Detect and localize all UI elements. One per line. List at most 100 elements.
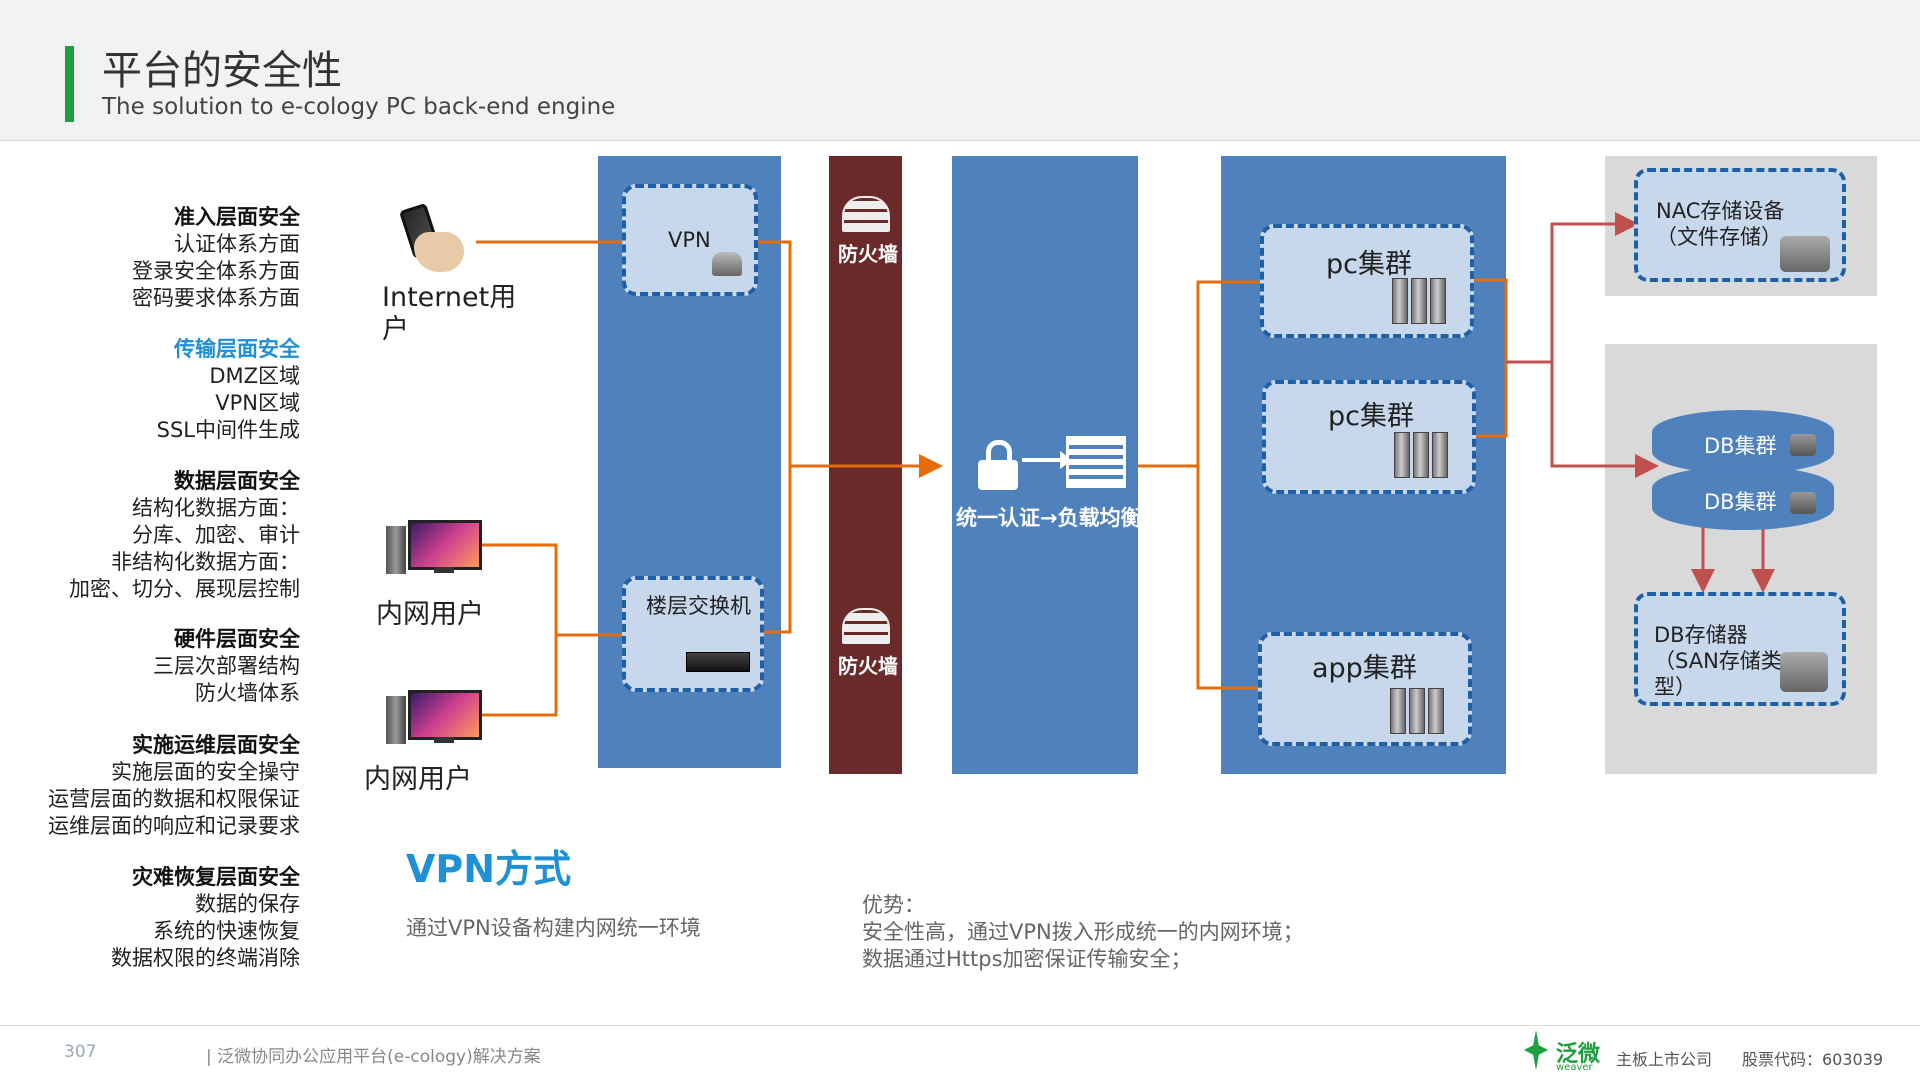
brand-name: 泛微 bbox=[1556, 1042, 1601, 1067]
pc-cluster-1: pc集群 bbox=[1260, 224, 1474, 338]
db-label: DB集群 bbox=[1704, 490, 1777, 514]
security-group-transport: 传输层面安全 DMZ区域 VPN区域 SSL中间件生成 bbox=[157, 336, 300, 444]
server-rack-icon bbox=[1390, 688, 1444, 734]
line-to-db bbox=[1550, 362, 1659, 478]
group-item: 认证体系方面 bbox=[174, 232, 300, 256]
group-item: 加密、切分、展现层控制 bbox=[69, 577, 300, 601]
page-subtitle: The solution to e-cology PC back-end eng… bbox=[102, 94, 616, 120]
intranet-user-label-1: 内网用户 bbox=[376, 599, 484, 630]
group-item: 数据的保存 bbox=[195, 892, 300, 916]
app-cluster: app集群 bbox=[1258, 632, 1472, 746]
storage-icon bbox=[1780, 652, 1828, 692]
group-item: 非结构化数据方面： bbox=[111, 550, 300, 574]
group-heading: 灾难恢复层面安全 bbox=[132, 865, 300, 889]
group-heading: 准入层面安全 bbox=[174, 205, 300, 229]
nac-storage-node: NAC存储设备（文件存储） bbox=[1634, 168, 1846, 282]
title-accent-bar bbox=[65, 46, 74, 122]
vpn-node: VPN bbox=[622, 184, 758, 296]
group-heading: 数据层面安全 bbox=[174, 469, 300, 493]
intranet-user-label-2: 内网用户 bbox=[364, 764, 472, 795]
cluster-label: pc集群 bbox=[1326, 249, 1412, 280]
database-icon bbox=[1790, 492, 1816, 514]
switch-device-icon bbox=[686, 652, 750, 672]
load-balancer-icon bbox=[1066, 436, 1126, 488]
nac-label: NAC存储设备（文件存储） bbox=[1656, 199, 1785, 249]
firewall-label: 防火墙 bbox=[838, 654, 898, 678]
group-item: 三层次部署结构 bbox=[153, 654, 300, 678]
pc-cluster-2: pc集群 bbox=[1262, 380, 1476, 494]
brand-name-en: weaver bbox=[1556, 1062, 1593, 1073]
line-intranet2 bbox=[470, 633, 628, 717]
security-group-ops: 实施运维层面安全 实施层面的安全操守 运营层面的数据和权限保证 运维层面的响应和… bbox=[48, 732, 300, 840]
brick-wall-icon bbox=[842, 196, 890, 232]
advantages-label: 优势： bbox=[862, 893, 925, 917]
vpn-label: VPN bbox=[668, 228, 711, 252]
server-rack-icon bbox=[1394, 432, 1448, 478]
group-item: 系统的快速恢复 bbox=[153, 919, 300, 943]
group-item: 登录安全体系方面 bbox=[132, 259, 300, 283]
vpn-device-icon bbox=[712, 252, 742, 276]
listing-text: 主板上市公司 bbox=[1616, 1050, 1713, 1069]
line-pc-merge bbox=[1474, 278, 1508, 438]
cluster-label: pc集群 bbox=[1328, 401, 1414, 432]
stock-code: 股票代码：603039 bbox=[1742, 1050, 1884, 1069]
switch-node: 楼层交换机 bbox=[622, 576, 764, 692]
group-item: 结构化数据方面： bbox=[132, 496, 300, 520]
page-title: 平台的安全性 bbox=[102, 48, 342, 94]
security-group-access: 准入层面安全 认证体系方面 登录安全体系方面 密码要求体系方面 bbox=[132, 204, 300, 312]
auth-lb-label: 统一认证→负载均衡 bbox=[956, 506, 1138, 530]
line-intranet1 bbox=[470, 543, 558, 635]
group-item: 分库、加密、审计 bbox=[132, 523, 300, 547]
cluster-label: app集群 bbox=[1312, 653, 1417, 684]
database-icon bbox=[1790, 434, 1816, 456]
brick-wall-icon bbox=[842, 608, 890, 644]
advantages-line: 安全性高，通过VPN拨入形成统一的内网环境； bbox=[862, 920, 1304, 944]
group-item: 防火墙体系 bbox=[195, 681, 300, 705]
firewall-label: 防火墙 bbox=[838, 242, 898, 266]
db-storage-label: DB存储器（SAN存储类型） bbox=[1654, 623, 1782, 699]
storage-icon bbox=[1780, 236, 1830, 272]
lock-icon bbox=[976, 440, 1020, 490]
server-rack-icon bbox=[1392, 278, 1446, 324]
group-item: 实施层面的安全操守 bbox=[111, 760, 300, 784]
group-item: VPN区域 bbox=[215, 391, 300, 415]
firewall-top: 防火墙 bbox=[838, 196, 898, 276]
line-auth-pc1 bbox=[1138, 280, 1264, 468]
group-heading: 传输层面安全 bbox=[174, 337, 300, 361]
db-storage-node: DB存储器（SAN存储类型） bbox=[1634, 592, 1846, 706]
firewall-bottom: 防火墙 bbox=[838, 608, 898, 688]
internet-user-label: Internet用户 bbox=[382, 282, 517, 345]
advantages-line: 数据通过Https加密保证传输安全； bbox=[862, 947, 1192, 971]
line-switch-auth bbox=[762, 466, 792, 634]
group-heading: 硬件层面安全 bbox=[174, 627, 300, 651]
group-item: SSL中间件生成 bbox=[156, 418, 300, 442]
desktop-pc-icon bbox=[386, 690, 482, 746]
footer-divider bbox=[0, 1025, 1920, 1026]
phone-icon bbox=[398, 202, 476, 274]
group-item: 运维层面的响应和记录要求 bbox=[48, 814, 300, 838]
page-number: 307 bbox=[64, 1042, 97, 1062]
group-heading: 实施运维层面安全 bbox=[132, 733, 300, 757]
db-label: DB集群 bbox=[1704, 434, 1777, 458]
group-item: DMZ区域 bbox=[209, 364, 300, 388]
vpn-section-title: VPN方式 bbox=[406, 847, 572, 891]
header-band bbox=[0, 0, 1920, 141]
db-cluster-2: DB集群 bbox=[1652, 466, 1834, 530]
line-to-nac bbox=[1506, 212, 1639, 364]
group-item: 密码要求体系方面 bbox=[132, 286, 300, 310]
group-item: 数据权限的终端消除 bbox=[111, 946, 300, 970]
weaver-logo-icon bbox=[1516, 1030, 1556, 1070]
switch-label: 楼层交换机 bbox=[646, 594, 751, 618]
advantages-block: 优势： 安全性高，通过VPN拨入形成统一的内网环境； 数据通过Https加密保证… bbox=[862, 892, 1304, 973]
security-group-recovery: 灾难恢复层面安全 数据的保存 系统的快速恢复 数据权限的终端消除 bbox=[111, 864, 300, 972]
line-auth-app bbox=[1196, 466, 1262, 690]
desktop-pc-icon bbox=[386, 520, 482, 576]
vpn-section-desc: 通过VPN设备构建内网统一环境 bbox=[406, 916, 701, 940]
db-cluster-1: DB集群 bbox=[1652, 410, 1834, 474]
line-vpn-auth bbox=[756, 240, 943, 478]
security-group-hardware: 硬件层面安全 三层次部署结构 防火墙体系 bbox=[153, 626, 300, 707]
security-group-data: 数据层面安全 结构化数据方面： 分库、加密、审计 非结构化数据方面： 加密、切分… bbox=[69, 468, 300, 603]
footer-doc-title: | 泛微协同办公应用平台(e-cology)解决方案 bbox=[206, 1047, 541, 1067]
arrow-right-icon bbox=[1022, 458, 1062, 462]
